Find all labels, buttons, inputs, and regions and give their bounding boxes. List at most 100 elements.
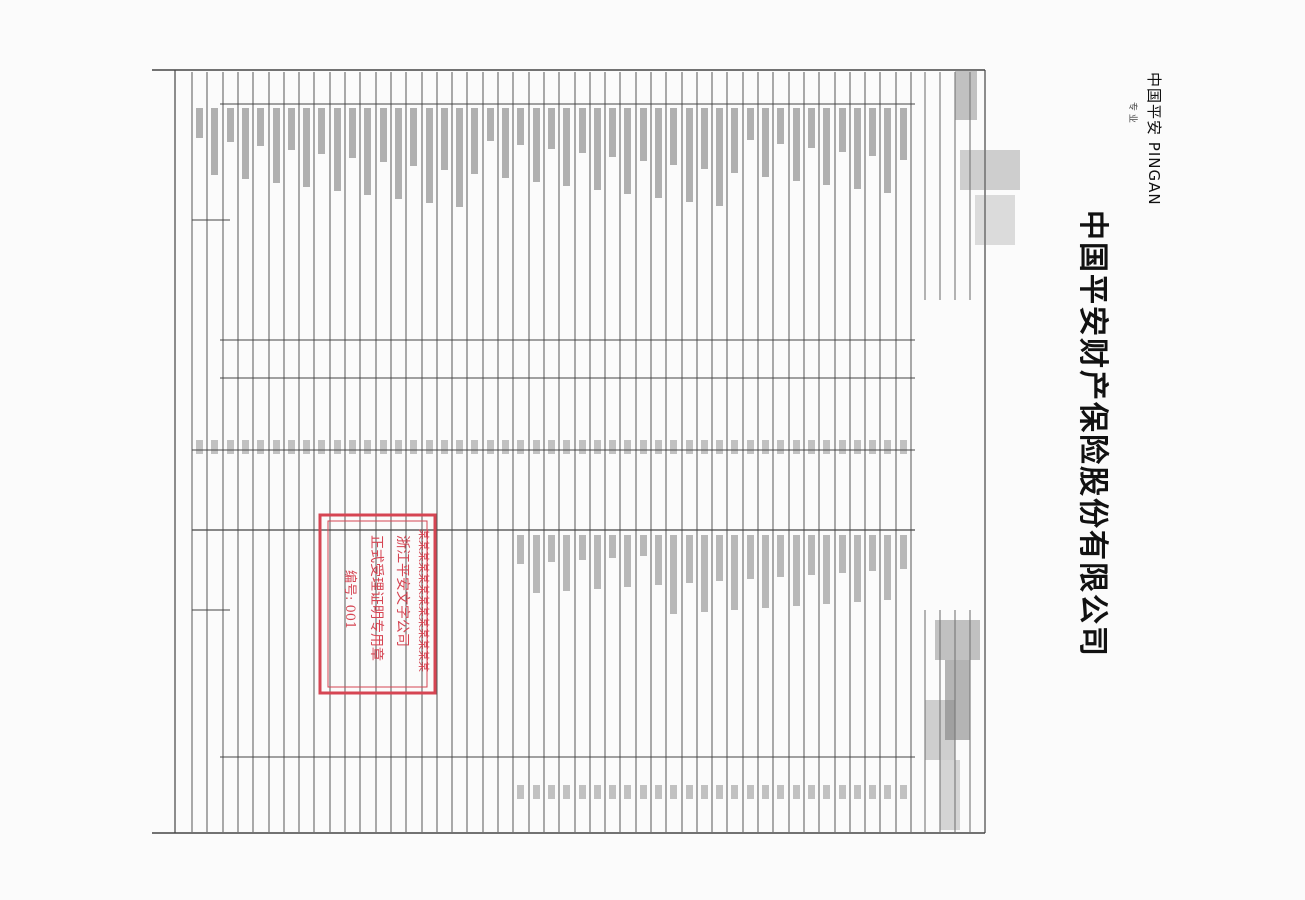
cell-text-mark [670,108,677,165]
cell-text-mark [548,108,555,149]
cell-text-mark [686,535,693,583]
cell-text-mark [808,535,815,575]
cell-number-mark [303,440,310,454]
cell-number-mark [242,440,249,454]
cell-text-mark [563,535,570,591]
cell-text-mark [701,108,708,169]
cell-number-mark [869,785,876,799]
cell-text-mark [869,108,876,156]
redacted-blocks [925,70,1020,830]
cell-number-mark [548,785,555,799]
cell-text-mark [884,535,891,600]
redacted-block [955,70,977,120]
cell-number-mark [533,440,540,454]
cell-text-mark [426,108,433,203]
cell-number-mark [762,440,769,454]
cell-number-mark [579,785,586,799]
cell-text-mark [854,535,861,602]
cell-number-mark [594,440,601,454]
cell-text-mark [441,108,448,170]
cell-number-mark [211,440,218,454]
cell-number-mark [517,440,524,454]
cell-text-mark [839,535,846,573]
cell-number-mark [854,785,861,799]
cell-text-mark [747,535,754,579]
cell-text-mark [257,108,264,146]
cell-number-mark [426,440,433,454]
cell-number-mark [318,440,325,454]
cell-text-mark [487,108,494,141]
cell-number-mark [701,440,708,454]
cell-number-mark [533,785,540,799]
cell-text-mark [227,108,234,142]
cell-text-mark [793,535,800,606]
cell-number-mark [563,785,570,799]
cell-number-mark [441,440,448,454]
cell-text-mark [731,535,738,610]
cell-number-mark [609,785,616,799]
redacted-block [935,620,980,660]
cell-text-mark [533,108,540,182]
cell-number-mark [334,440,341,454]
stamp-inner-border [327,520,428,688]
cell-text-mark [242,108,249,179]
cell-text-mark [471,108,478,174]
cell-number-mark [808,440,815,454]
cell-number-mark [609,440,616,454]
cell-text-mark [211,108,218,175]
cell-text-mark [395,108,402,199]
cell-number-mark [793,440,800,454]
cell-number-mark [227,440,234,454]
cell-text-mark [624,108,631,194]
cell-number-mark [471,440,478,454]
cell-number-mark [655,440,662,454]
cell-text-mark [839,108,846,152]
cell-text-mark [273,108,280,183]
cell-number-mark [884,785,891,799]
cell-number-mark [502,440,509,454]
cell-number-mark [548,440,555,454]
cell-number-mark [517,785,524,799]
stamp-border-text: 某某某某某某某某某某某某某 [417,529,430,672]
cell-number-mark [854,440,861,454]
redacted-block [945,660,970,740]
cell-text-mark [579,108,586,153]
cell-text-mark [609,535,616,558]
cell-number-mark [624,440,631,454]
cell-text-mark [456,108,463,207]
cell-number-mark [196,440,203,454]
cell-number-mark [777,440,784,454]
cell-text-mark [900,108,907,160]
cell-number-mark [380,440,387,454]
cell-number-mark [731,785,738,799]
cell-text-mark [808,108,815,148]
cell-number-mark [487,440,494,454]
cell-text-mark [731,108,738,173]
cell-text-mark [303,108,310,187]
cell-text-mark [716,108,723,206]
cell-number-mark [900,440,907,454]
cell-text-mark [624,535,631,587]
cell-text-mark [670,535,677,614]
stamp-line-3: 编号: 001 [342,570,357,629]
cell-text-mark [869,535,876,571]
cell-number-mark [686,785,693,799]
cell-text-mark [777,108,784,144]
cell-text-mark [517,108,524,145]
cell-text-mark [594,535,601,589]
cell-text-mark [823,108,830,185]
cell-text-mark [900,535,907,569]
cell-number-mark [364,440,371,454]
cell-text-mark [594,108,601,190]
cell-number-mark [808,785,815,799]
cell-text-mark [563,108,570,186]
cell-number-mark [670,785,677,799]
cell-text-mark [502,108,509,178]
cell-number-mark [762,785,769,799]
cell-number-mark [579,440,586,454]
cell-text-mark [777,535,784,577]
cell-text-mark [762,535,769,608]
cell-text-mark [716,535,723,581]
